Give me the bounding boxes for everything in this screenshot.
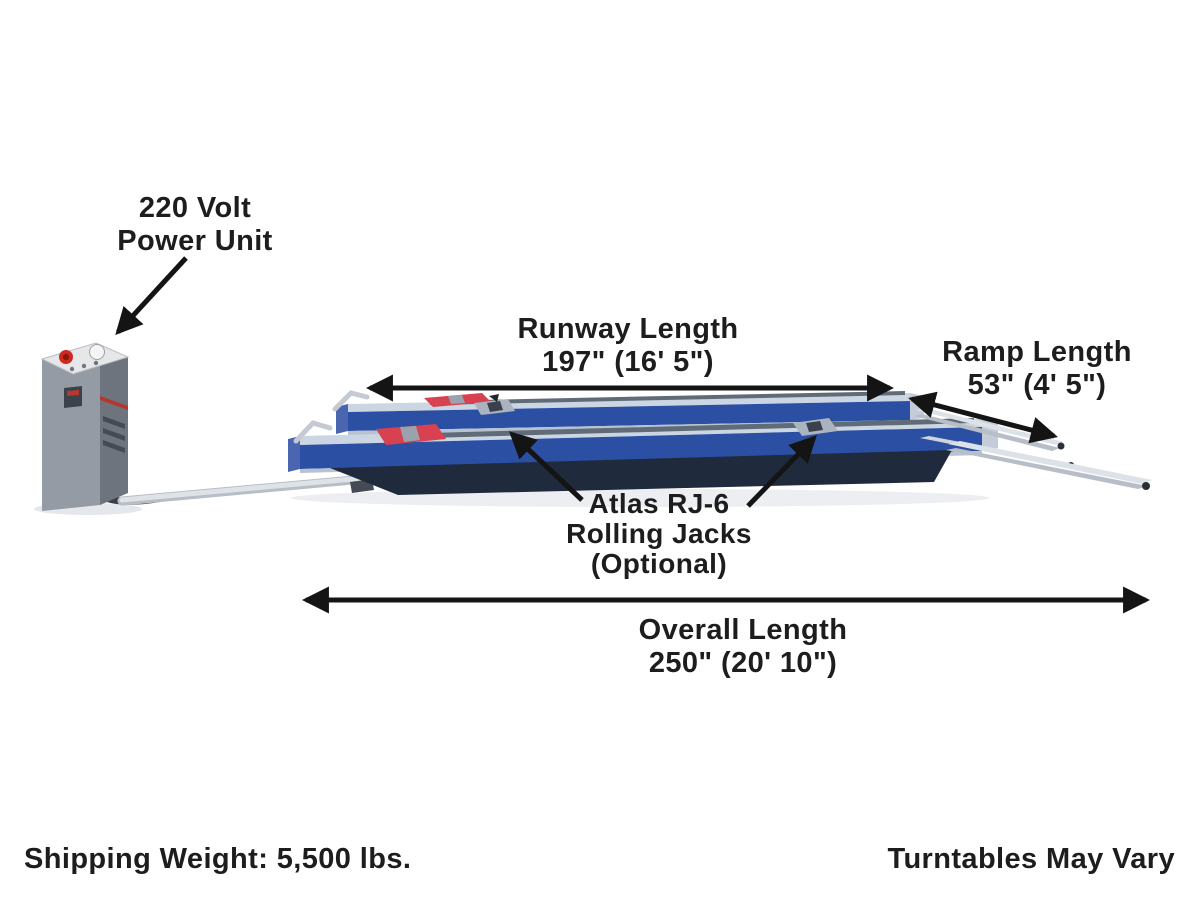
rolling-jacks-label-line3: (Optional) bbox=[590, 548, 728, 579]
control-panel bbox=[40, 342, 130, 375]
power-unit bbox=[40, 342, 130, 511]
turntables-note-text: Turntables May Vary bbox=[887, 843, 1175, 875]
ramp-length-label-line2: 53" (4' 5") bbox=[967, 369, 1107, 401]
overall-length-label-line2: 250" (20' 10") bbox=[648, 647, 838, 679]
gauge-dial bbox=[89, 344, 105, 360]
rolling-jack-near bbox=[793, 418, 838, 436]
unit-sticker bbox=[64, 386, 82, 408]
ramp-length-label: Ramp Length 53" (4' 5") bbox=[902, 336, 1172, 402]
ramp-near bbox=[946, 441, 1152, 490]
rolling-jacks-label: Atlas RJ-6 Rolling Jacks (Optional) bbox=[529, 489, 789, 579]
rolling-jacks-label-line2: Rolling Jacks bbox=[566, 518, 752, 549]
wheel-stop-near bbox=[293, 420, 333, 444]
floor-shadow bbox=[290, 489, 990, 507]
overall-length-label: Overall Length 250" (20' 10") bbox=[543, 614, 943, 680]
power-unit-label-line1: 220 Volt bbox=[138, 192, 252, 224]
runway-length-label: Runway Length 197" (16' 5") bbox=[428, 313, 828, 379]
ramp-dimension-arrow bbox=[908, 391, 1058, 444]
overall-length-label-line1: Overall Length bbox=[638, 614, 848, 646]
power-unit-label: 220 Volt Power Unit bbox=[55, 192, 335, 258]
wheel-stop-far bbox=[332, 390, 370, 412]
rolling-jacks-label-line1: Atlas RJ-6 bbox=[588, 488, 730, 519]
runway-length-label-line1: Runway Length bbox=[517, 313, 739, 345]
runway-length-label-line2: 197" (16' 5") bbox=[542, 346, 714, 378]
shipping-weight-text: Shipping Weight: 5,500 lbs. bbox=[24, 843, 412, 875]
rolling-jack-arrow-left bbox=[509, 431, 584, 502]
ramp-length-label-line1: Ramp Length bbox=[942, 336, 1132, 368]
power-unit-arrow bbox=[115, 256, 188, 335]
turntable-near bbox=[376, 424, 446, 445]
rolling-jack-arrow-right bbox=[746, 435, 817, 508]
power-unit-label-line2: Power Unit bbox=[117, 225, 273, 257]
